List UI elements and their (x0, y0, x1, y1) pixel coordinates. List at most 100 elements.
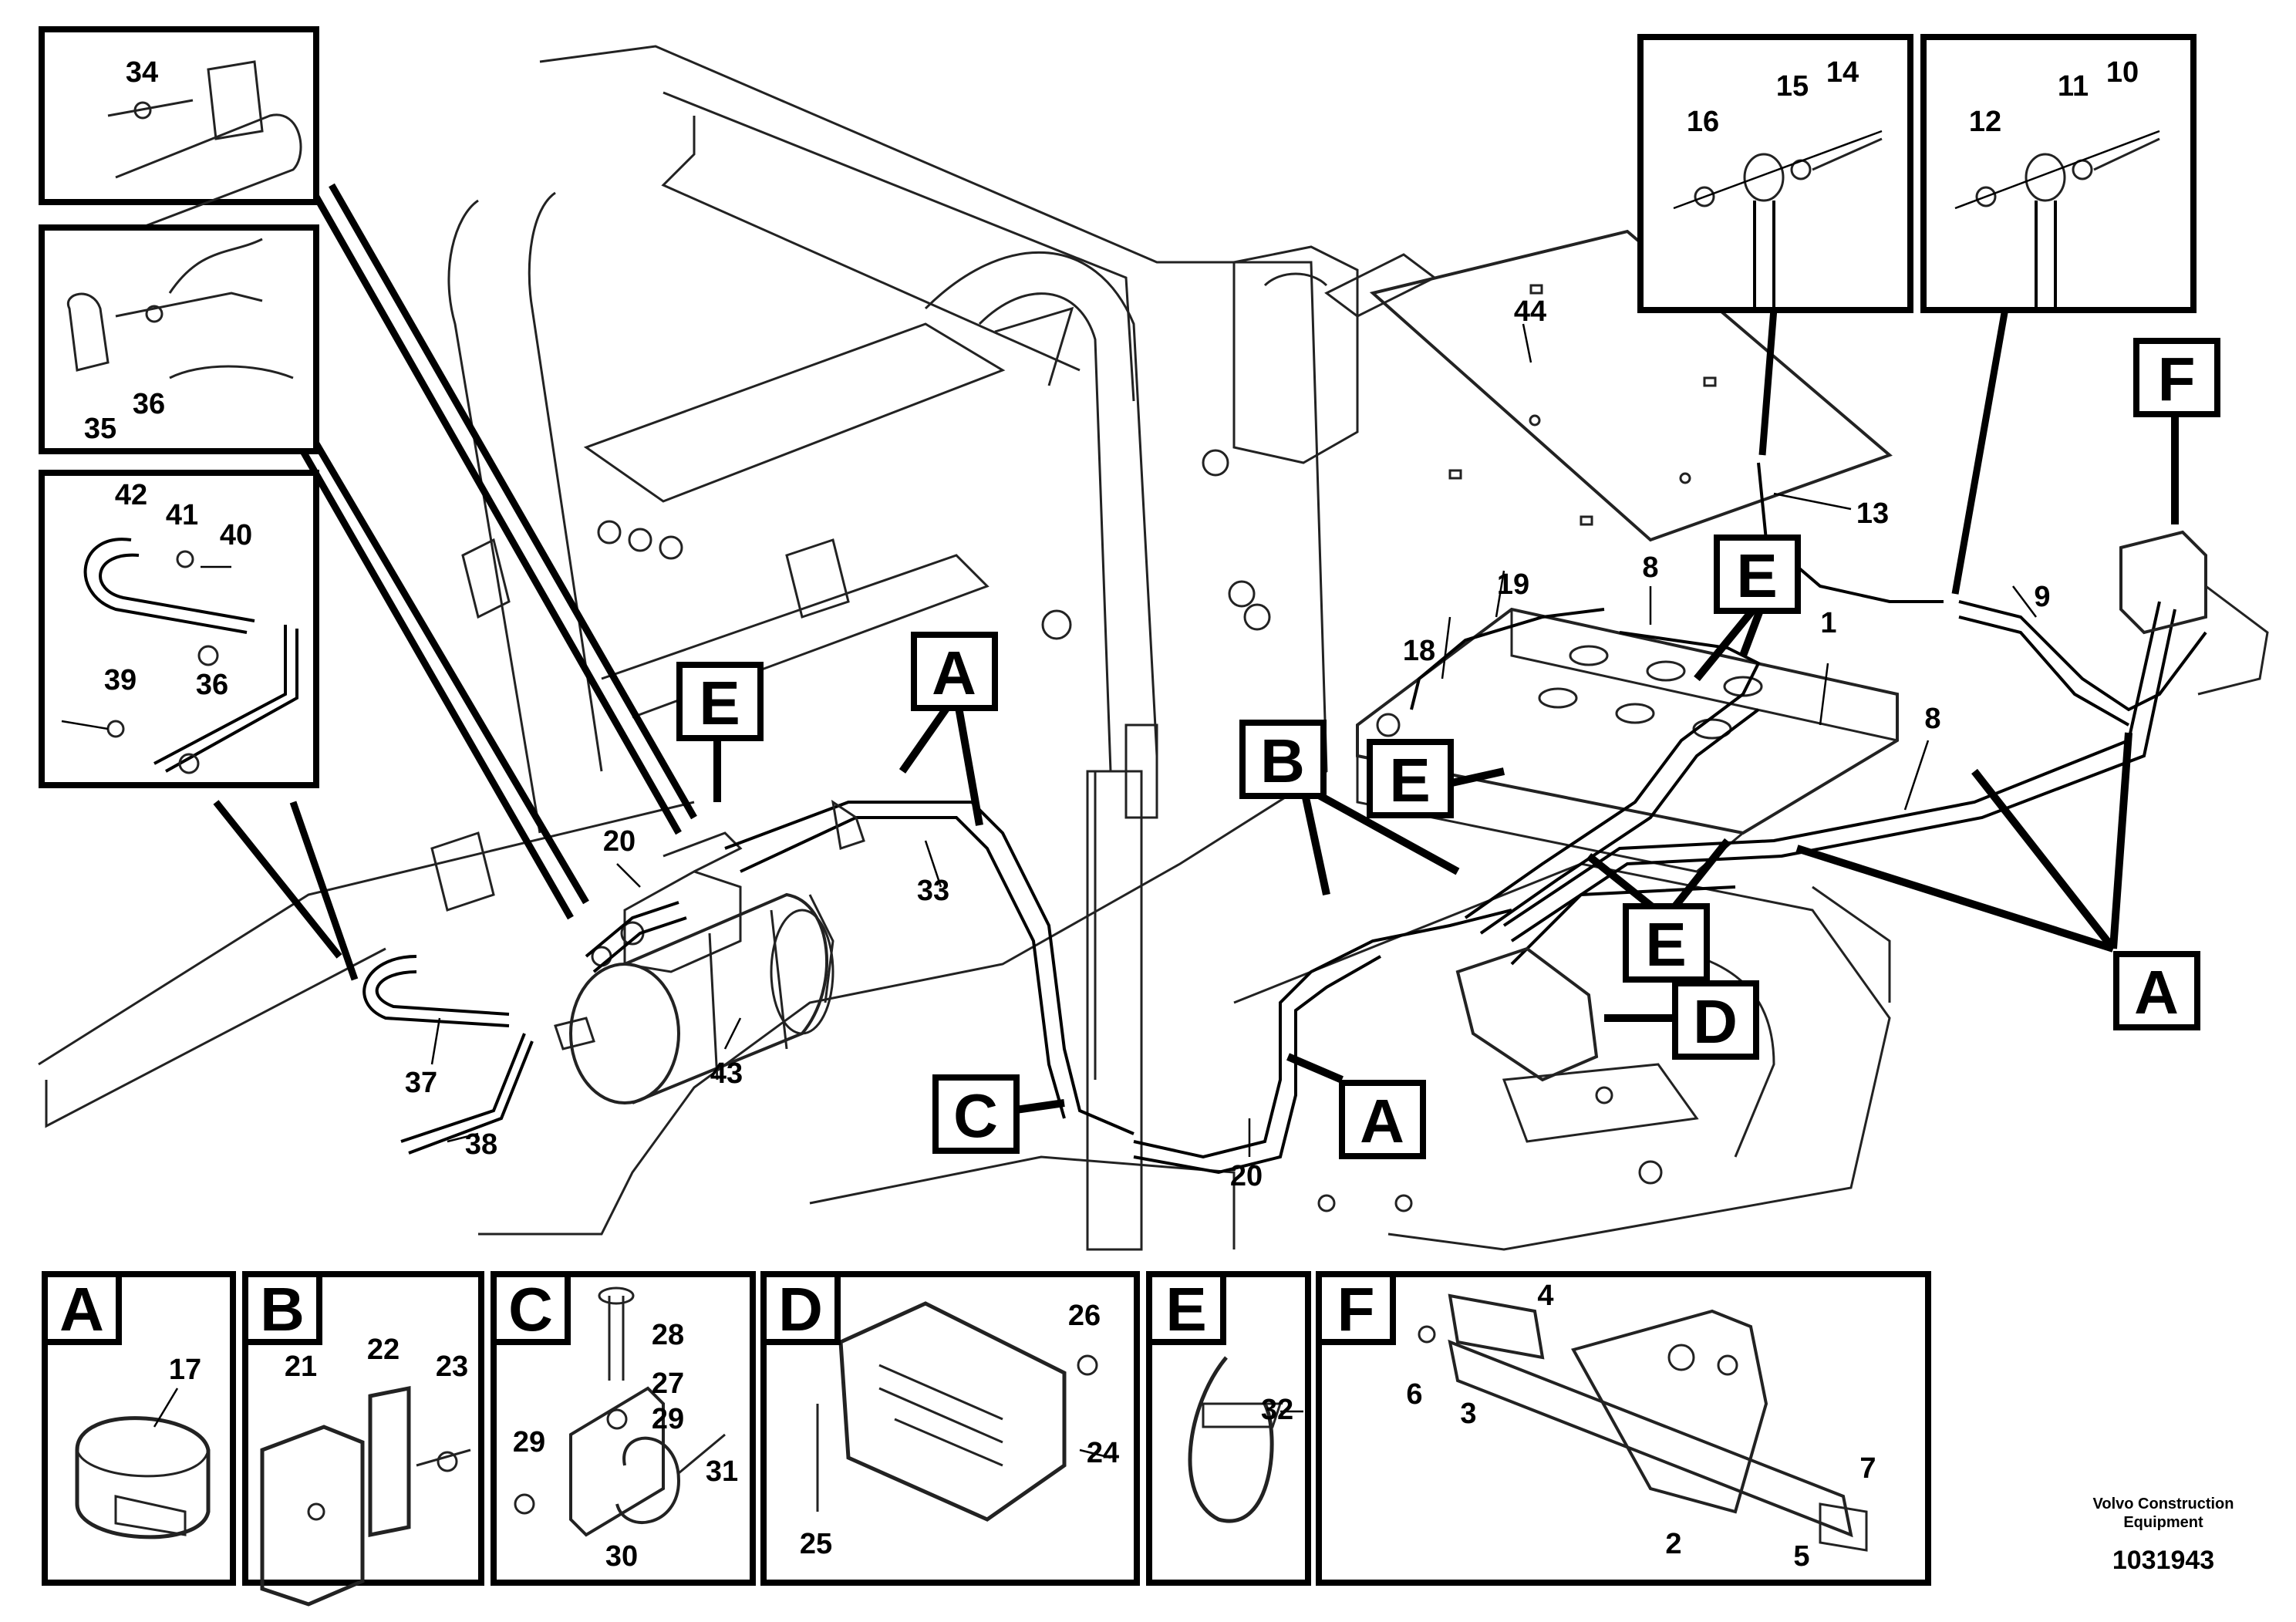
callout-7: 7 (1859, 1452, 1876, 1485)
callout-37: 37 (405, 1067, 437, 1099)
callout-9: 9 (2034, 581, 2050, 613)
view-label-e-1: E (676, 662, 764, 741)
callout-11: 11 (2058, 70, 2089, 103)
svg-text:A: A (2134, 958, 2179, 1027)
view-label-f: F (2133, 338, 2220, 417)
callout-29-right: 29 (652, 1403, 684, 1435)
starter-motor (554, 831, 834, 1104)
callout-18: 18 (1403, 635, 1435, 667)
panel-tab-a: A (42, 1271, 122, 1345)
callout-16: 16 (1687, 106, 1719, 138)
view-label-d: D (1672, 980, 1759, 1060)
callout-35: 35 (84, 413, 116, 445)
callout-15: 15 (1776, 70, 1809, 103)
machine-frame-outline (38, 45, 1891, 1251)
view-label-e-4: E (1623, 903, 1710, 983)
svg-text:A: A (59, 1275, 104, 1344)
inset-cable-boot (39, 224, 319, 454)
callout-21: 21 (285, 1351, 317, 1383)
callout-1: 1 (1820, 607, 1836, 639)
svg-text:E: E (1165, 1275, 1206, 1344)
callout-36-upper: 36 (133, 388, 165, 420)
svg-text:B: B (1260, 727, 1305, 795)
callout-13: 13 (1856, 497, 1889, 530)
callout-6: 6 (1406, 1378, 1422, 1411)
view-label-c: C (932, 1074, 1020, 1154)
detail-panel-d (760, 1271, 1140, 1586)
callout-39: 39 (104, 664, 137, 696)
callout-25: 25 (800, 1528, 832, 1560)
callout-26: 26 (1068, 1300, 1101, 1332)
callout-2: 2 (1665, 1528, 1681, 1560)
panel-tab-c: C (491, 1271, 571, 1345)
callout-32: 32 (1261, 1394, 1293, 1426)
view-label-b: B (1239, 720, 1327, 799)
svg-text:C: C (953, 1081, 998, 1150)
view-arrows (213, 183, 2179, 1114)
callout-14: 14 (1826, 56, 1859, 89)
panel-tab-b: B (242, 1271, 322, 1345)
drawing-number: 1031943 (2112, 1546, 2214, 1575)
battery-cover (1369, 229, 1893, 542)
svg-text:F: F (2158, 345, 2196, 413)
view-label-e-2: E (1367, 739, 1454, 818)
inset-starter-terminal (39, 26, 319, 233)
callout-20-upper: 20 (603, 825, 636, 858)
cable-runs (362, 462, 2269, 1175)
callout-29-left: 29 (513, 1426, 545, 1458)
brand-line-1: Volvo Construction (2093, 1496, 2234, 1512)
inset-cable-9-terminal (1920, 34, 2197, 313)
callout-40: 40 (220, 519, 252, 551)
part-callouts: 1 2 3 4 5 6 7 8 8 9 10 11 12 13 14 15 16… (84, 56, 2139, 1573)
panel-tab-e: E (1146, 1271, 1226, 1345)
view-label-a-3: A (2113, 951, 2200, 1030)
svg-text:B: B (260, 1275, 305, 1344)
inset-ground-cable (39, 470, 319, 788)
callout-5: 5 (1793, 1540, 1809, 1573)
callout-31: 31 (706, 1455, 738, 1488)
callout-27: 27 (652, 1367, 684, 1400)
svg-text:A: A (1360, 1087, 1404, 1155)
view-label-e-3: E (1714, 534, 1801, 614)
callout-41: 41 (166, 499, 198, 531)
callout-44: 44 (1514, 295, 1546, 328)
callout-43: 43 (710, 1057, 743, 1090)
callout-3: 3 (1460, 1398, 1476, 1430)
svg-text:D: D (778, 1275, 823, 1344)
panel-tab-f: F (1316, 1271, 1396, 1345)
callout-20-lower: 20 (1230, 1160, 1263, 1192)
callout-36-lower: 36 (196, 669, 228, 701)
view-label-a-1: A (911, 632, 998, 711)
callout-24: 24 (1087, 1437, 1119, 1469)
footer-brand: Volvo Construction Equipment 1031943 (2093, 1496, 2234, 1575)
callout-28: 28 (652, 1319, 684, 1351)
svg-text:E: E (1736, 541, 1777, 610)
svg-text:E: E (699, 669, 740, 737)
callout-23: 23 (436, 1351, 468, 1383)
svg-text:F: F (1337, 1275, 1375, 1344)
callout-22: 22 (367, 1334, 400, 1366)
leader-lines (430, 323, 2037, 1157)
callout-12: 12 (1969, 106, 2001, 138)
callout-8-upper: 8 (1642, 551, 1658, 584)
callout-19: 19 (1497, 568, 1529, 601)
callout-17: 17 (169, 1354, 201, 1386)
callout-34: 34 (126, 56, 158, 89)
svg-text:D: D (1693, 987, 1738, 1056)
callout-10: 10 (2106, 56, 2139, 89)
svg-text:C: C (508, 1275, 553, 1344)
callout-4: 4 (1537, 1280, 1553, 1312)
svg-text:E: E (1645, 910, 1686, 979)
callout-33: 33 (917, 875, 949, 907)
view-letter-a: A (932, 639, 976, 707)
callout-38: 38 (465, 1128, 497, 1161)
inset-cable-13-terminal (1637, 34, 1913, 313)
panel-tab-d: D (760, 1271, 841, 1345)
callout-42: 42 (115, 479, 147, 511)
svg-text:E: E (1389, 746, 1430, 814)
brand-line-2: Equipment (2123, 1514, 2203, 1531)
callout-30: 30 (605, 1540, 638, 1573)
callout-8-right: 8 (1924, 703, 1940, 735)
detail-panel-f (1316, 1271, 1931, 1586)
